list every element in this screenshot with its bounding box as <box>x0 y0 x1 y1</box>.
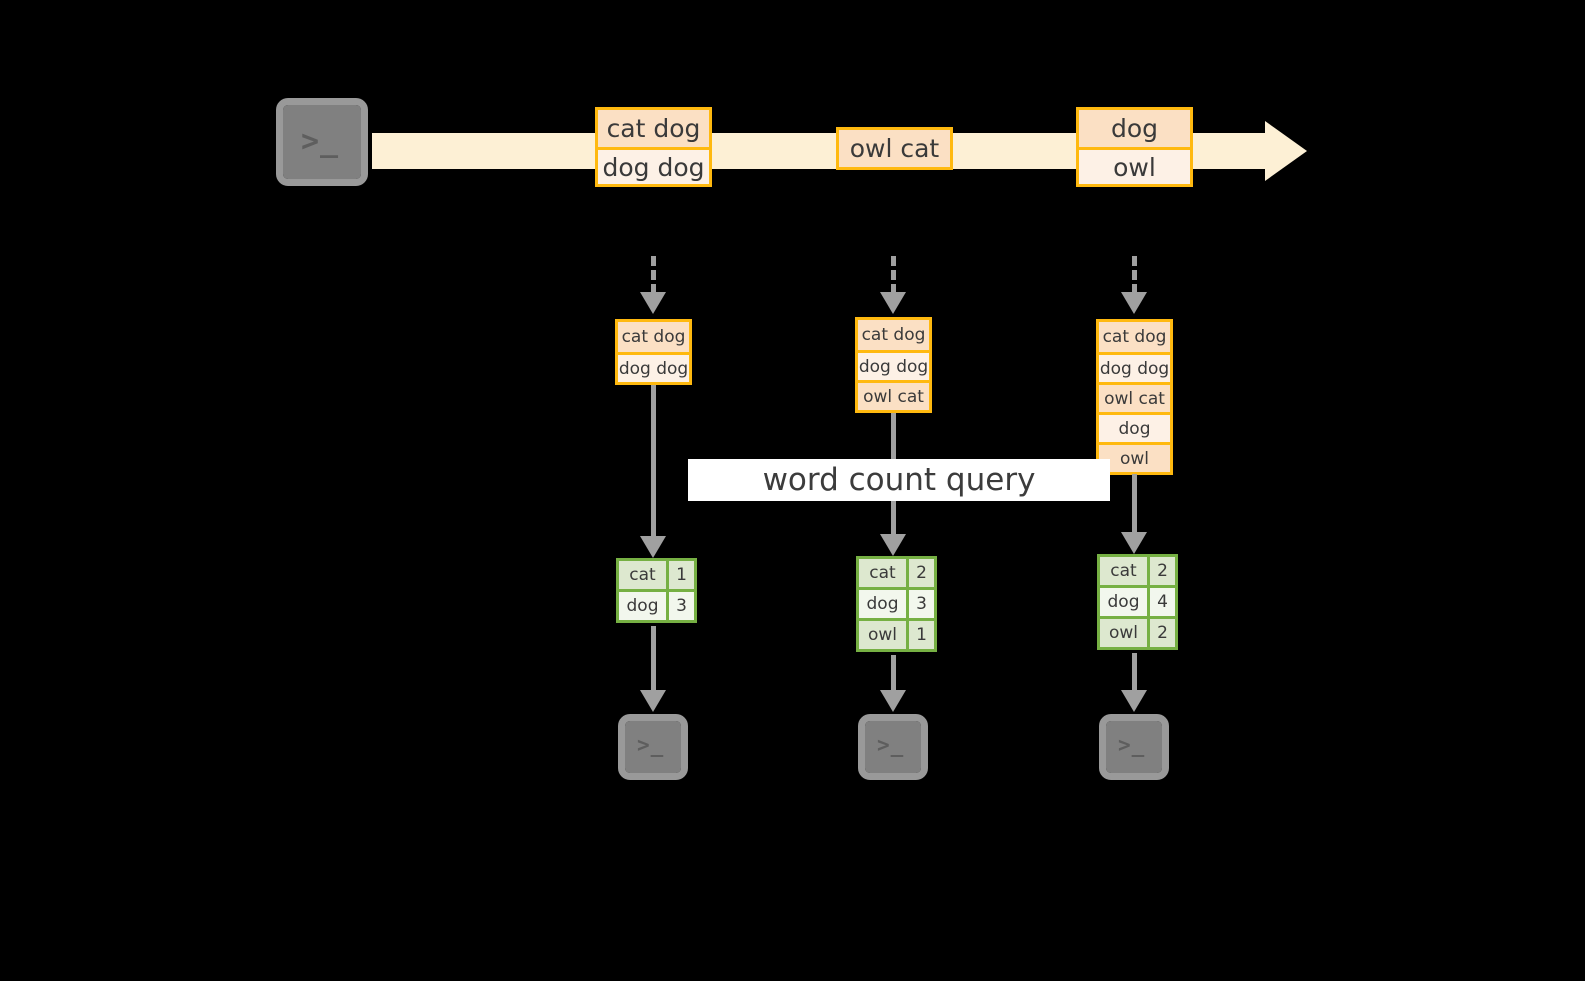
table-row: dog 3 <box>619 589 694 620</box>
result-count: 2 <box>906 559 934 587</box>
query-edge-arrow-3 <box>1121 532 1147 554</box>
sink-terminal-icon-1[interactable]: >_ <box>618 714 688 780</box>
terminal-prompt-glyph: >_ <box>301 124 340 159</box>
sink-terminal-icon-2[interactable]: >_ <box>858 714 928 780</box>
sink-edge-2 <box>891 655 896 694</box>
stream-record-line: owl <box>1079 147 1190 184</box>
stream-arrowhead <box>1265 121 1307 181</box>
snapshot-input-line: dog <box>1099 412 1170 442</box>
sink-terminal-icon-3[interactable]: >_ <box>1099 714 1169 780</box>
query-label: word count query <box>688 459 1110 501</box>
sink-edge-arrow-2 <box>880 690 906 712</box>
stream-record-line: owl cat <box>839 130 950 167</box>
stream-record-1: cat dog dog dog <box>595 107 712 187</box>
snapshot-input-line: owl cat <box>1099 382 1170 412</box>
snapshot-input-line: dog dog <box>1099 352 1170 382</box>
result-word: dog <box>619 592 666 620</box>
snapshot-input-line: dog dog <box>618 352 689 382</box>
snapshot-input-line: cat dog <box>858 320 929 350</box>
result-count: 4 <box>1147 588 1175 616</box>
query-edge-arrow-2 <box>880 534 906 556</box>
snapshot-input-2: cat dog dog dog owl cat <box>855 317 932 413</box>
result-count: 3 <box>906 590 934 618</box>
snapshot-input-line: dog dog <box>858 350 929 380</box>
result-word: dog <box>1100 588 1147 616</box>
table-row: owl 1 <box>859 618 934 649</box>
result-word: cat <box>859 559 906 587</box>
stream-record-line: dog dog <box>598 147 709 184</box>
snapshot-trigger-arrow-3 <box>1121 292 1147 314</box>
snapshot-input-line: cat dog <box>618 322 689 352</box>
snapshot-trigger-arrow-1 <box>640 292 666 314</box>
result-table-3: cat 2 dog 4 owl 2 <box>1097 554 1178 650</box>
result-word: owl <box>1100 619 1147 647</box>
snapshot-trigger-arrow-2 <box>880 292 906 314</box>
table-row: dog 4 <box>1100 585 1175 616</box>
stream-record-3: dog owl <box>1076 107 1193 187</box>
query-edge-arrow-1 <box>640 536 666 558</box>
table-row: dog 3 <box>859 587 934 618</box>
stream-record-line: dog <box>1079 110 1190 147</box>
snapshot-input-line: owl cat <box>858 380 929 410</box>
query-label-text: word count query <box>762 462 1036 498</box>
snapshot-input-line: cat dog <box>1099 322 1170 352</box>
result-word: owl <box>859 621 906 649</box>
table-row: cat 2 <box>859 559 934 587</box>
sink-edge-1 <box>651 626 656 694</box>
snapshot-input-3: cat dog dog dog owl cat dog owl <box>1096 319 1173 475</box>
source-terminal-icon[interactable]: >_ <box>276 98 368 186</box>
query-edge-3 <box>1132 474 1137 536</box>
result-word: dog <box>859 590 906 618</box>
sink-edge-arrow-1 <box>640 690 666 712</box>
result-count: 3 <box>666 592 694 620</box>
snapshot-trigger-line-1 <box>651 256 656 294</box>
terminal-prompt-glyph: >_ <box>877 733 905 757</box>
stream-record-2: owl cat <box>836 127 953 170</box>
terminal-prompt-glyph: >_ <box>637 733 665 757</box>
stream-record-line: cat dog <box>598 110 709 147</box>
sink-edge-3 <box>1132 653 1137 694</box>
result-count: 1 <box>666 561 694 589</box>
snapshot-trigger-line-3 <box>1132 256 1137 294</box>
result-word: cat <box>1100 557 1147 585</box>
result-count: 2 <box>1147 619 1175 647</box>
table-row: owl 2 <box>1100 616 1175 647</box>
sink-edge-arrow-3 <box>1121 690 1147 712</box>
snapshot-trigger-line-2 <box>891 256 896 294</box>
result-count: 2 <box>1147 557 1175 585</box>
snapshot-input-line: owl <box>1099 442 1170 472</box>
table-row: cat 1 <box>619 561 694 589</box>
result-table-1: cat 1 dog 3 <box>616 558 697 623</box>
terminal-prompt-glyph: >_ <box>1118 733 1146 757</box>
table-row: cat 2 <box>1100 557 1175 585</box>
result-table-2: cat 2 dog 3 owl 1 <box>856 556 937 652</box>
query-edge-1 <box>651 385 656 540</box>
result-count: 1 <box>906 621 934 649</box>
result-word: cat <box>619 561 666 589</box>
snapshot-input-1: cat dog dog dog <box>615 319 692 385</box>
